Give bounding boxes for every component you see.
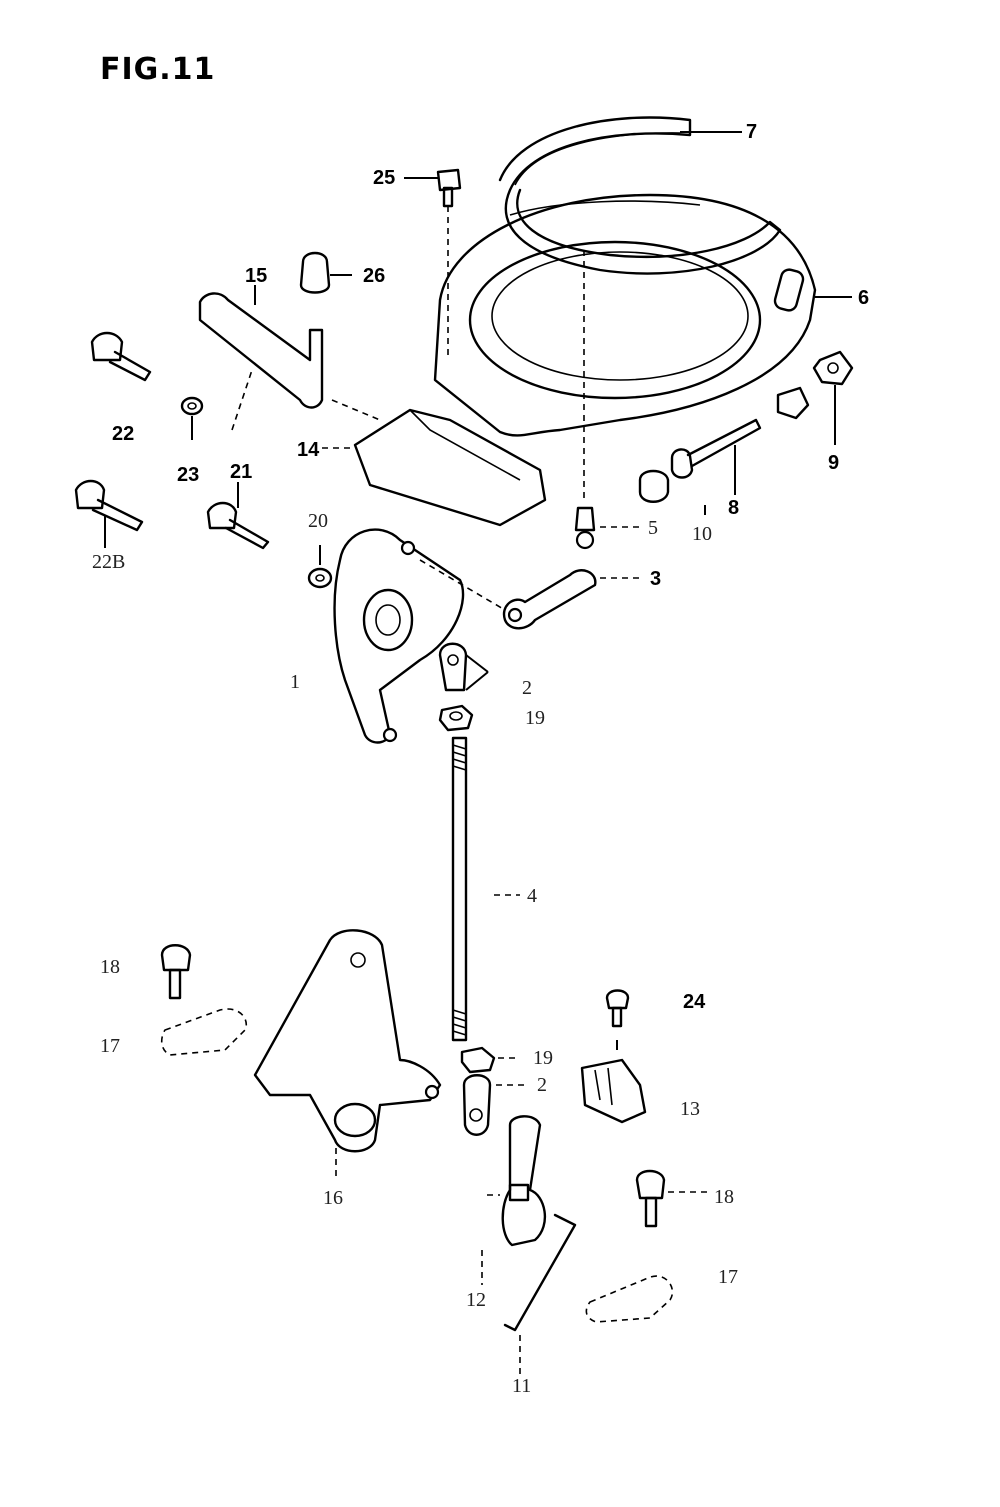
callout-9: 9 <box>828 452 840 474</box>
callout-2-lower: 2 <box>537 1074 547 1096</box>
callout-18-left: 18 <box>100 956 120 978</box>
part-22-bolt <box>90 331 152 382</box>
callout-3: 3 <box>650 568 662 590</box>
part-24-bolt <box>605 989 630 1050</box>
part-4-threaded-rod <box>451 736 520 1042</box>
callout-7: 7 <box>746 121 758 143</box>
callout-15: 15 <box>245 265 268 287</box>
part-5-ball-stud <box>574 250 640 550</box>
part-8-bolt <box>670 418 762 495</box>
part-19-nut-lower <box>460 1046 520 1074</box>
callout-26: 26 <box>363 265 386 287</box>
part-22b-bolt <box>74 479 144 548</box>
part-11-wire <box>503 1213 577 1375</box>
part-3-rod-end <box>419 559 640 630</box>
callout-19-upper: 19 <box>525 707 545 729</box>
part-25-bolt <box>404 168 462 360</box>
part-18-bolt-left <box>160 944 192 1000</box>
callout-23: 23 <box>177 464 200 486</box>
part-14-block <box>322 408 547 527</box>
part-18-bolt-right <box>635 1169 710 1228</box>
part-16-lever-bracket <box>253 929 442 1180</box>
callout-2-upper: 2 <box>522 677 532 699</box>
callout-1: 1 <box>290 671 300 693</box>
part-20-washer <box>307 545 333 589</box>
callout-17-left: 17 <box>100 1035 120 1057</box>
callout-21: 21 <box>230 461 253 483</box>
callout-19-lower: 19 <box>533 1047 553 1069</box>
callout-16: 16 <box>323 1187 343 1209</box>
callout-12: 12 <box>466 1289 486 1311</box>
part-12-arm <box>481 1115 547 1285</box>
callout-8: 8 <box>728 497 740 519</box>
callout-18-right: 18 <box>714 1186 734 1208</box>
part-2-joint-upper <box>438 642 489 692</box>
part-13-bracket <box>580 1058 647 1124</box>
callout-4: 4 <box>527 885 537 907</box>
callout-20: 20 <box>308 510 328 532</box>
part-2-joint-lower <box>462 1074 525 1136</box>
part-17-clamp-right <box>585 1275 674 1323</box>
part-9-nut <box>776 350 854 445</box>
part-1-lever-plate <box>333 528 465 744</box>
callout-5: 5 <box>648 517 658 539</box>
callout-17-right: 17 <box>718 1266 738 1288</box>
part-15-arm <box>198 285 381 421</box>
callout-25: 25 <box>373 167 396 189</box>
callout-6: 6 <box>858 287 870 309</box>
callout-22: 22 <box>112 423 135 445</box>
part-26-cap <box>299 251 352 294</box>
callout-22b: 22B <box>92 551 126 573</box>
callout-14: 14 <box>297 439 320 461</box>
part-23-washer <box>180 369 253 440</box>
callout-10: 10 <box>692 523 712 545</box>
part-6-mounting-plate <box>433 193 852 437</box>
part-19-nut-upper <box>438 704 474 732</box>
figure-title: FIG.11 <box>100 52 216 87</box>
part-17-clamp-left <box>160 1008 247 1056</box>
callout-13: 13 <box>680 1098 700 1120</box>
callout-24: 24 <box>683 991 706 1013</box>
part-7-ring-band <box>498 116 782 275</box>
part-21-bolt <box>206 482 270 550</box>
part-10-cap <box>638 469 706 515</box>
callout-11: 11 <box>512 1375 532 1397</box>
